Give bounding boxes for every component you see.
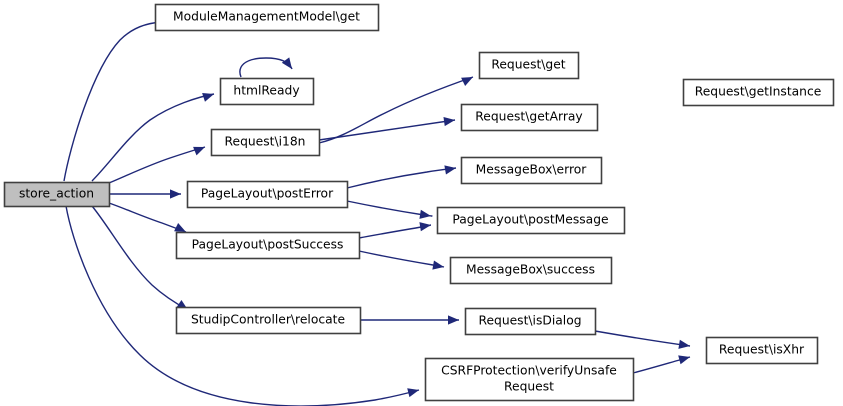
nodes-layer: store_action ModuleManagementModel\get htm… — [3, 3, 835, 402]
node-pagelayout_posterror[interactable]: PageLayout\postError — [186, 180, 349, 209]
arrowhead — [444, 165, 456, 175]
node-box — [154, 3, 380, 32]
node-box — [175, 231, 361, 260]
edge-store_action-to-csrfprotection_verifyunsaferequest — [65, 205, 420, 406]
node-box — [478, 51, 580, 80]
arrowhead — [678, 339, 690, 349]
node-label: ModuleManagementModel\get — [173, 10, 360, 24]
node-box — [210, 128, 321, 157]
node-pagelayout_postsuccess[interactable]: PageLayout\postSuccess — [175, 231, 361, 260]
node-request_get[interactable]: Request\get — [478, 51, 580, 80]
node-htmlready[interactable]: htmlReady — [219, 77, 315, 106]
node-label: Request\isXhr — [719, 343, 805, 357]
node-box — [436, 206, 626, 235]
node-label: htmlReady — [233, 84, 299, 98]
node-box — [219, 77, 315, 106]
node-label: Request\getArray — [475, 110, 582, 124]
arrowhead — [202, 93, 214, 102]
node-request_isxhr[interactable]: Request\isXhr — [705, 336, 819, 365]
node-messagebox_error[interactable]: MessageBox\error — [460, 156, 603, 185]
edge-store_action-to-pagelayout_postsuccess — [108, 202, 187, 233]
arrowhead — [174, 223, 186, 232]
edge-request_i18n-to-request_getarray — [318, 119, 456, 141]
edge-store_action-to-htmlready — [91, 93, 215, 182]
node-label: PageLayout\postSuccess — [192, 238, 344, 252]
node-box — [460, 103, 599, 132]
edge-request_i18n-to-request_get — [318, 76, 474, 144]
edge-pagelayout_postsuccess-to-messagebox_success — [358, 250, 445, 268]
arrowhead — [432, 260, 444, 270]
node-box — [682, 78, 835, 107]
edge-pagelayout_posterror-to-pagelayout_postmessage — [346, 200, 433, 217]
node-label: store_action — [19, 187, 94, 201]
node-box — [186, 180, 349, 209]
node-label: CSRFProtection\verifyUnsafe — [441, 364, 617, 378]
node-box — [424, 357, 635, 402]
node-store_action[interactable]: store_action — [3, 181, 111, 208]
node-box — [464, 307, 597, 336]
node-request_getinstance[interactable]: Request\getInstance — [682, 78, 835, 107]
node-label: PageLayout\postMessage — [452, 213, 608, 227]
node-label: StudipController\relocate — [191, 313, 345, 327]
node-box — [705, 336, 819, 365]
node-label: MessageBox\error — [476, 163, 588, 177]
node-messagebox_success[interactable]: MessageBox\success — [449, 256, 613, 285]
arrowhead — [678, 355, 690, 365]
node-label: Request\isDialog — [478, 314, 581, 328]
node-request_i18n[interactable]: Request\i18n — [210, 128, 321, 157]
node-pagelayout_postmessage[interactable]: PageLayout\postMessage — [436, 206, 626, 235]
node-label: Request — [504, 380, 554, 394]
arrowhead — [461, 77, 473, 86]
edge-store_action-to-modulemanagementmodel_get — [63, 21, 167, 182]
edge-request_isdialog-to-request_isxhr — [594, 330, 691, 347]
arrowhead — [281, 57, 292, 69]
arrowhead — [443, 116, 455, 127]
node-label: Request\get — [491, 58, 565, 72]
node-box — [449, 256, 613, 285]
arrowhead — [419, 209, 431, 219]
arrowhead — [407, 388, 419, 398]
node-studipcontroller_relocate[interactable]: StudipController\relocate — [175, 306, 362, 335]
node-label: PageLayout\postError — [201, 187, 334, 201]
node-box — [175, 306, 362, 335]
node-label: Request\getInstance — [695, 85, 822, 99]
node-request_isdialog[interactable]: Request\isDialog — [464, 307, 597, 336]
arrowhead — [193, 146, 205, 156]
node-label: Request\i18n — [225, 135, 306, 149]
edge-store_action-to-studipcontroller_relocate — [91, 205, 189, 311]
arrowhead — [170, 189, 181, 199]
node-label: MessageBox\success — [466, 263, 595, 277]
node-box — [3, 181, 111, 208]
edge-pagelayout_posterror-to-messagebox_error — [346, 167, 457, 189]
edge-htmlready-to-htmlready — [239, 57, 293, 78]
arrowhead — [419, 222, 431, 232]
node-box — [460, 156, 603, 185]
arrowhead — [448, 315, 459, 325]
node-modulemanagementmodel_get[interactable]: ModuleManagementModel\get — [154, 3, 380, 32]
node-request_getarray[interactable]: Request\getArray — [460, 103, 599, 132]
edge-store_action-to-request_i18n — [108, 146, 206, 184]
